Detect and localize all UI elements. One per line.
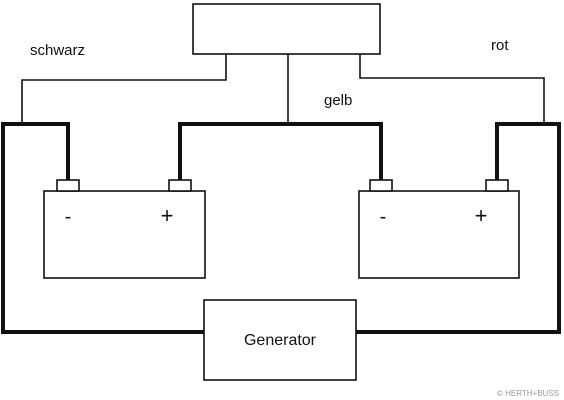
- battery-right-plus-terminal: [485, 179, 509, 192]
- wire-label-gelb: gelb: [324, 92, 352, 109]
- battery-left-minus-sign: -: [65, 206, 72, 228]
- outer-right-cable: [356, 122, 561, 334]
- watermark-text: © HERTH+BUSS: [497, 389, 559, 398]
- black-wire: [21, 54, 227, 124]
- battery-right-plus-sign: +: [475, 203, 488, 228]
- generator-label: Generator: [244, 332, 317, 349]
- battery-left-body: [43, 190, 206, 279]
- battery-left-minus-terminal: [56, 179, 80, 192]
- control-unit-box: [192, 3, 381, 55]
- battery-right-minus-sign: -: [380, 206, 387, 228]
- battery-right-body: [358, 190, 520, 279]
- red-wire: [359, 54, 545, 124]
- battery-left-plus-sign: +: [161, 203, 174, 228]
- battery-left-plus-terminal: [168, 179, 192, 192]
- wire-label-rot: rot: [491, 37, 509, 54]
- center-cable: [178, 122, 383, 182]
- wire-label-schwarz: schwarz: [30, 42, 85, 59]
- generator-box: [203, 299, 357, 381]
- battery-right-minus-terminal: [369, 179, 393, 192]
- outer-left-cable: [1, 122, 204, 334]
